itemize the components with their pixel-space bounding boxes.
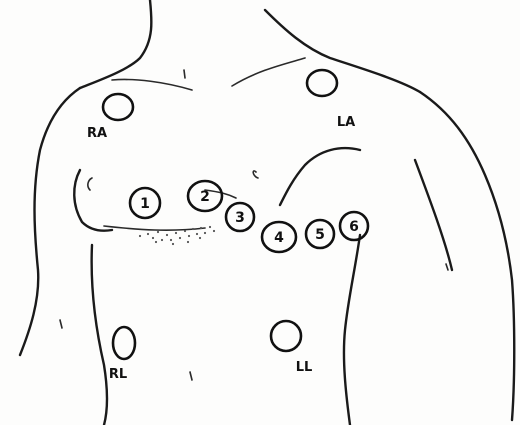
label-v5: 5: [315, 227, 325, 243]
label-v1: 1: [140, 196, 150, 212]
electrode-v5: 5: [306, 220, 334, 248]
electrode-v4: 4: [262, 222, 296, 252]
label-v4: 4: [274, 230, 284, 246]
electrode-la: LA: [307, 70, 355, 130]
label-la: LA: [337, 115, 355, 130]
torso-outline: [20, 0, 514, 425]
electrode-v3: 3: [226, 203, 254, 231]
electrode-ll: LL: [271, 321, 312, 375]
electrode-v6: 6: [340, 212, 368, 240]
label-v6: 6: [349, 219, 359, 235]
electrode-ra: RA: [87, 94, 133, 141]
label-rl: RL: [109, 367, 127, 382]
label-v2: 2: [200, 189, 210, 205]
electrode-rl: RL: [109, 327, 135, 382]
label-ra: RA: [87, 126, 107, 141]
electrode-v2: 2: [188, 181, 222, 211]
electrode-v1: 1: [130, 188, 160, 218]
label-ll: LL: [296, 360, 313, 375]
label-v3: 3: [235, 210, 245, 226]
